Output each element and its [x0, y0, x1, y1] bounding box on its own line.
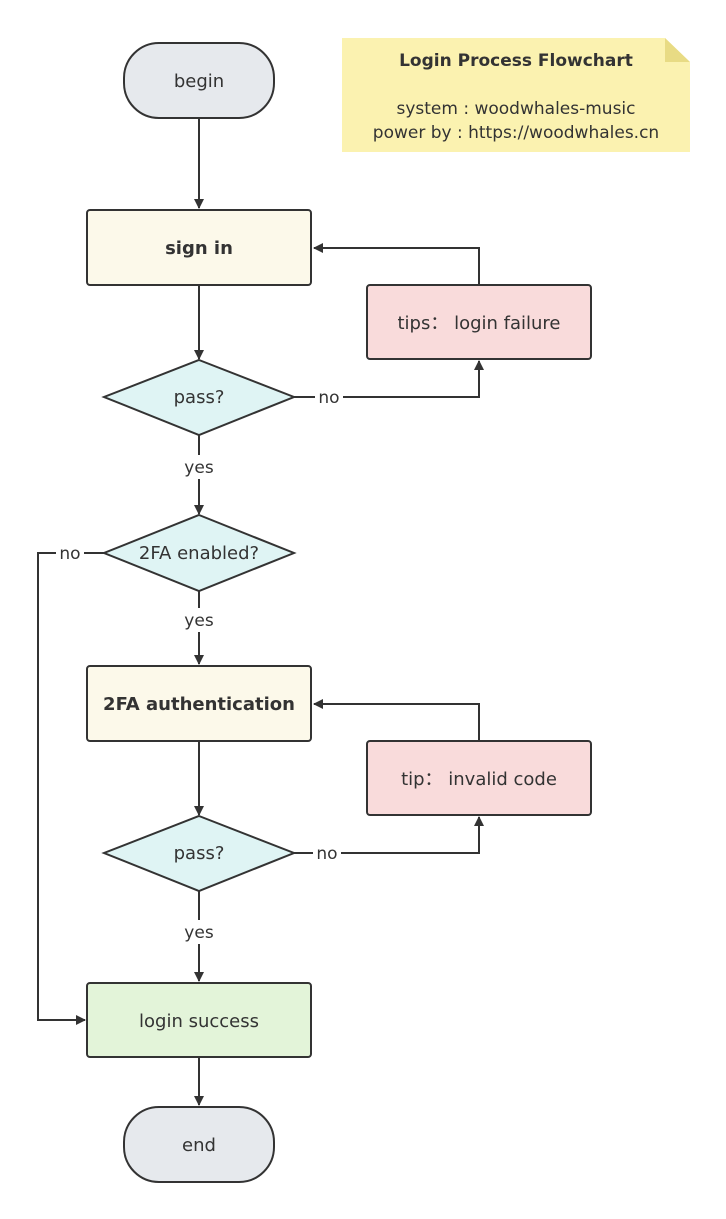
title-note: Login Process Flowchart system : woodwha…	[342, 38, 690, 152]
note-background	[342, 38, 690, 152]
node-label-login-success: login success	[139, 1011, 259, 1032]
edge-labels: no yes no yes no yes	[56, 386, 343, 944]
note-title: Login Process Flowchart	[399, 51, 633, 71]
edge-tip-to-auth	[313, 699, 480, 741]
error-shape	[366, 284, 592, 360]
node-2fa-enabled: 2FA enabled?	[101, 513, 297, 593]
terminal-shape	[123, 1106, 275, 1183]
edge-label-pass2-yes: yes	[184, 923, 214, 943]
decision-shape	[101, 358, 297, 437]
node-label-pass-1: pass?	[174, 387, 225, 408]
node-label-begin: begin	[174, 71, 224, 92]
node-label-end: end	[182, 1135, 216, 1156]
terminal-shape	[123, 42, 275, 119]
node-label-pass-2: pass?	[174, 843, 225, 864]
connectors	[37, 118, 484, 1106]
node-pass-1: pass?	[101, 358, 297, 437]
decision-shape	[101, 513, 297, 593]
edge-tips-to-signin	[313, 243, 480, 285]
node-sign-in: sign in	[86, 209, 312, 286]
note-system-line: system : woodwhales-music	[396, 99, 635, 119]
edge-label-2fa-no: no	[59, 544, 80, 564]
node-login-success: login success	[86, 982, 312, 1058]
edge-label-2fa-yes: yes	[184, 611, 214, 631]
note-power-line: power by : https://woodwhales.cn	[373, 123, 659, 143]
process-shape	[86, 209, 312, 286]
node-tips-login-failure: tips： login failure	[366, 284, 592, 360]
error-shape	[366, 740, 592, 816]
node-2fa-authentication: 2FA authentication	[86, 665, 312, 742]
note-fold	[665, 38, 690, 62]
edge-pass2-no-to-tip	[294, 816, 484, 854]
decision-shape	[101, 814, 297, 893]
edge-label-pass2-no: no	[316, 844, 337, 864]
edge-2fa-no-to-success	[37, 552, 104, 1025]
node-label-2fa-enabled: 2FA enabled?	[139, 543, 259, 564]
node-end: end	[123, 1106, 275, 1183]
edge-label-pass1-yes: yes	[184, 458, 214, 478]
node-label-tip-invalid-code: tip： invalid code	[401, 769, 557, 790]
node-tip-invalid-code: tip： invalid code	[366, 740, 592, 816]
success-shape	[86, 982, 312, 1058]
process-shape	[86, 665, 312, 742]
node-label-sign-in: sign in	[165, 238, 233, 259]
edge-pass1-no-to-tips	[294, 360, 484, 398]
node-begin: begin	[123, 42, 275, 119]
node-label-2fa-authentication: 2FA authentication	[103, 694, 295, 715]
node-label-tips-login-failure: tips： login failure	[397, 313, 560, 334]
node-pass-2: pass?	[101, 814, 297, 893]
edge-label-pass1-no: no	[318, 388, 339, 408]
